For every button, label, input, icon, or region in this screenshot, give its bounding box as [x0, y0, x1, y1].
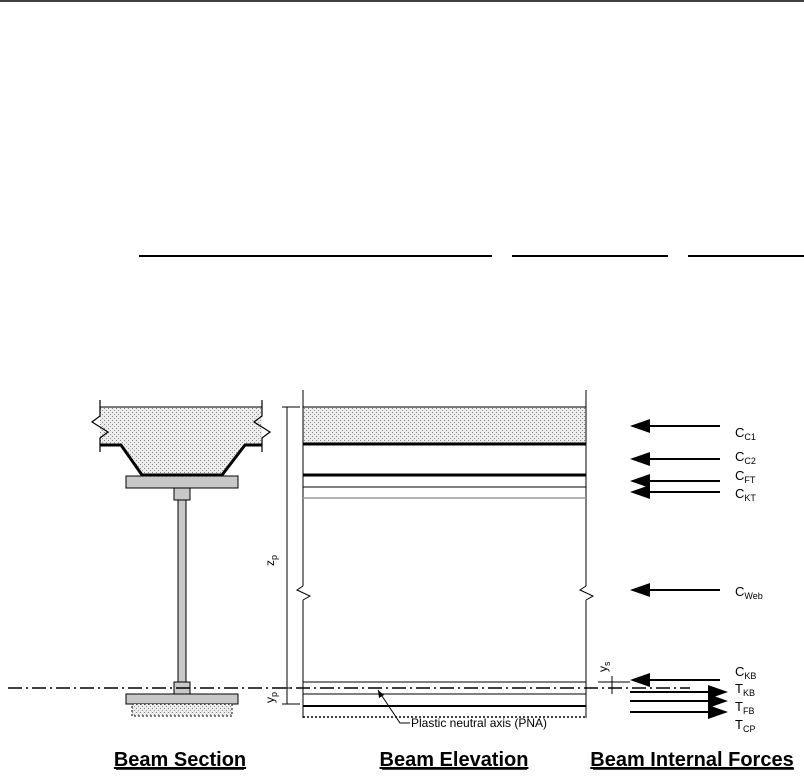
dimensions: zp yp ys — [263, 406, 630, 705]
concrete-slab — [100, 407, 262, 475]
haunch-outline — [100, 443, 262, 477]
force-arrow-tcp — [630, 705, 728, 719]
cover-plate — [131, 703, 233, 717]
zp-label: zp — [263, 555, 279, 566]
top-flange — [125, 475, 239, 489]
force-label-ckt: CKT — [735, 486, 756, 503]
right-break-symbol — [252, 400, 272, 452]
force-label-ckb: CKB — [735, 664, 756, 681]
force-label-tfb: TFB — [735, 699, 754, 716]
force-label-tcp: TCP — [735, 717, 755, 734]
web — [177, 499, 187, 683]
force-label-tkb: TKB — [735, 681, 755, 698]
top-web-connector — [173, 487, 191, 501]
ys-label: ys — [596, 661, 612, 672]
internal-forces: CC1 CC2 CFT CKT CWeb CKB TKB TFB TCP — [630, 419, 763, 734]
beam-section — [90, 400, 272, 717]
force-label-cc2: CC2 — [735, 449, 756, 466]
elevation-slab — [303, 407, 586, 444]
force-arrow-ckt — [630, 485, 720, 499]
force-arrow-tfb — [630, 694, 728, 708]
force-label-cc1: CC1 — [735, 425, 756, 442]
elevation-right-break — [578, 585, 595, 601]
title-beam-internal-forces: Beam Internal Forces — [590, 749, 793, 771]
force-arrow-cc1 — [630, 419, 720, 433]
force-arrow-tkb — [630, 685, 728, 699]
bottom-flange — [125, 693, 239, 705]
beam-elevation: Plastic neutral axis (PNA) — [295, 390, 595, 730]
force-arrow-ckb — [630, 673, 720, 687]
force-label-cweb: CWeb — [735, 584, 763, 601]
pna-label: Plastic neutral axis (PNA) — [411, 716, 547, 730]
elevation-left-break — [295, 585, 312, 601]
left-break-symbol — [90, 400, 110, 452]
force-label-cft: CFT — [735, 468, 756, 485]
force-arrow-cc2 — [630, 452, 720, 466]
title-beam-section: Beam Section — [114, 749, 246, 771]
force-arrow-cft — [630, 474, 720, 488]
title-beam-elevation: Beam Elevation — [380, 749, 529, 771]
yp-label: yp — [263, 692, 279, 703]
pna-leader — [377, 689, 410, 724]
force-arrow-cweb — [630, 583, 720, 597]
